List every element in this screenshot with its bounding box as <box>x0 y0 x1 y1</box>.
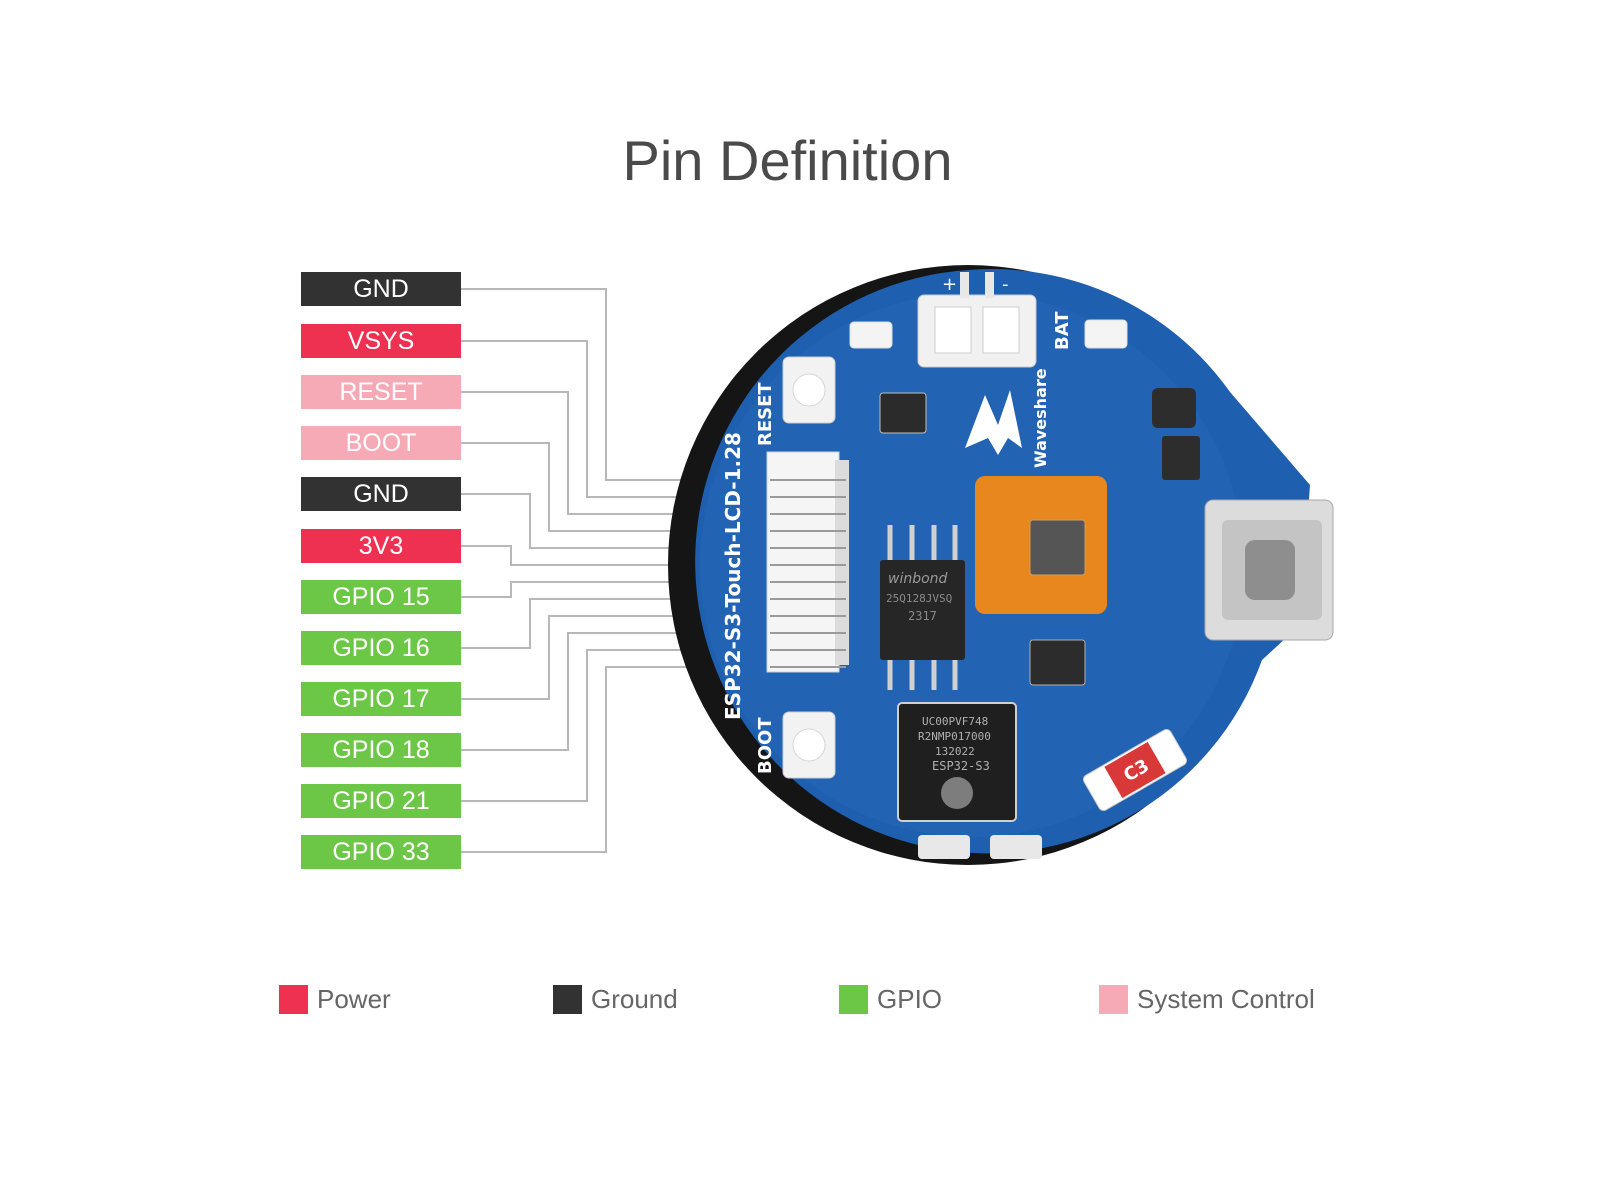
espressif-logo-icon <box>941 777 973 809</box>
connector-line <box>461 581 770 598</box>
pcb-inner-shade <box>700 293 1244 837</box>
flash-part-label: 25Q128JVSQ <box>886 592 952 605</box>
battery-plus-label: + <box>942 274 957 295</box>
brand-label: Waveshare <box>1031 368 1050 468</box>
battery-cell: C3 <box>1083 729 1187 811</box>
pin-label-gnd-1: GND <box>301 272 461 306</box>
reset-button <box>782 356 836 424</box>
sensor-chip <box>879 392 927 434</box>
mcu-line2-label: R2NMP017000 <box>918 730 991 743</box>
connector-line <box>461 615 770 700</box>
pin-label-gnd-2: GND <box>301 477 461 511</box>
legend-swatch-ground <box>553 985 582 1014</box>
pin-label-gpio16: GPIO 16 <box>301 631 461 665</box>
flash-chip: winbond 25Q128JVSQ 2317 <box>880 525 965 690</box>
battery-minus-label: - <box>1002 274 1009 295</box>
legend-label-ground: Ground <box>591 984 678 1014</box>
waveshare-logo-icon <box>965 390 1022 455</box>
boot-button <box>782 711 836 779</box>
page-title: Pin Definition <box>622 129 953 192</box>
connector-line <box>461 632 770 751</box>
bottom-pad-right <box>990 835 1042 859</box>
inductor <box>1152 388 1196 428</box>
mcu-name-label: ESP32-S3 <box>932 759 990 773</box>
flash-brand-label: winbond <box>888 571 948 587</box>
pin-label-3v3: 3V3 <box>301 529 461 563</box>
legend-label-power: Power <box>317 984 391 1014</box>
board-model-label: ESP32-S3-Touch-LCD-1.28 <box>721 432 745 720</box>
bottom-pad-left <box>918 835 970 859</box>
pin-label-gpio15: GPIO 15 <box>301 580 461 614</box>
connector-line <box>461 649 770 802</box>
legend-swatch-system <box>1099 985 1128 1014</box>
mcu-line3-label: 132022 <box>935 745 975 758</box>
usb-c-connector <box>1204 499 1334 641</box>
pin-label-reset: RESET <box>301 375 461 409</box>
mcu-chip: UC00PVF748 R2NMP017000 132022 ESP32-S3 <box>897 702 1017 822</box>
legend-label-gpio: GPIO <box>877 984 943 1014</box>
regulator-chip <box>1162 436 1200 480</box>
pin-label-gpio21: GPIO 21 <box>301 784 461 818</box>
pin-label-boot: BOOT <box>301 426 461 460</box>
connector-line <box>461 442 770 532</box>
pin-label-gpio17: GPIO 17 <box>301 682 461 716</box>
connector-line <box>461 545 770 566</box>
connector-line <box>461 598 770 649</box>
fpc-connector <box>766 451 849 673</box>
small-chip <box>1029 639 1086 686</box>
mcu-line1-label: UC00PVF748 <box>922 715 988 728</box>
bat-label: BAT <box>1052 311 1073 350</box>
pin-label-gpio33: GPIO 33 <box>301 835 461 869</box>
pin-label-gpio18: GPIO 18 <box>301 733 461 767</box>
solder-pads <box>849 319 1128 349</box>
pin-label-vsys: VSYS <box>301 324 461 358</box>
legend-swatch-power <box>279 985 308 1014</box>
boot-silkscreen-label: BOOT <box>755 717 776 774</box>
legend-swatch-gpio <box>839 985 868 1014</box>
fpc-contacts <box>770 479 846 668</box>
reset-silkscreen-label: RESET <box>755 382 776 446</box>
legend-label-system-control: System Control <box>1137 984 1315 1014</box>
touch-controller-chip <box>1029 519 1086 576</box>
connector-line <box>461 493 770 549</box>
battery-connector: + - BAT <box>917 272 1073 368</box>
flash-code-label: 2317 <box>908 609 937 623</box>
connector-line <box>461 391 770 515</box>
